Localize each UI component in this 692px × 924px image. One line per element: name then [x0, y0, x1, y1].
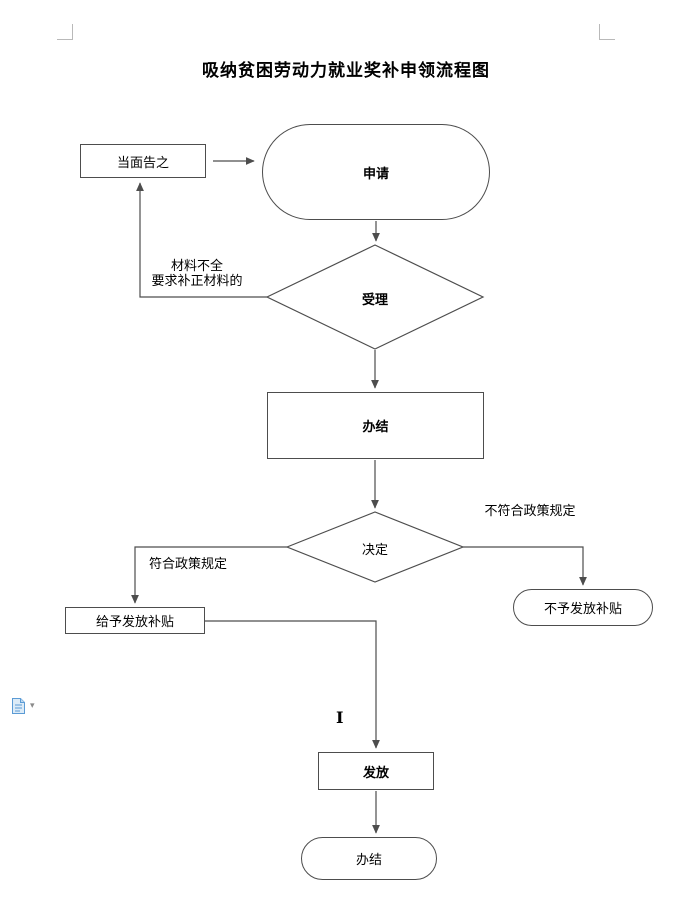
node-complete-final: 办结: [301, 837, 437, 880]
edge-decide-grant: [131, 546, 287, 604]
node-deny: 不予发放补贴: [513, 589, 653, 626]
node-issue-label: 发放: [362, 765, 389, 781]
text-cursor-mark: I: [336, 708, 344, 727]
chevron-down-icon[interactable]: ▾: [30, 701, 35, 711]
node-complete-final-label: 办结: [355, 853, 382, 868]
page-title: 吸纳贫困劳动力就业奖补申领流程图: [202, 61, 490, 81]
node-inform: 当面告之: [80, 144, 206, 178]
edge-accept-inform: [136, 182, 267, 298]
margin-corner-mark-top-right: [599, 24, 615, 40]
node-grant: 给予发放补贴: [65, 607, 205, 634]
node-apply: 申请: [262, 124, 490, 220]
paste-options-icon: [12, 698, 25, 714]
node-apply-label: 申请: [362, 166, 389, 182]
decision-decide-shape: [285, 511, 465, 583]
node-issue: 发放: [318, 752, 434, 790]
decision-accept-shape: [265, 244, 485, 350]
paste-options-widget[interactable]: ▾: [10, 697, 35, 715]
node-grant-label: 给予发放补贴: [95, 615, 174, 630]
node-complete-main: 办结: [267, 392, 484, 459]
edge-label-meets-policy: 符合政策规定: [148, 557, 227, 572]
node-decide-label: 决定: [361, 543, 388, 558]
edge-decide-deny: [463, 546, 587, 586]
edge-grant-issue: [205, 620, 380, 749]
node-inform-label: 当面告之: [116, 155, 169, 171]
node-complete-main-label: 办结: [362, 420, 389, 435]
edge-label-not-meets-policy: 不符合政策规定: [484, 504, 576, 519]
node-deny-label: 不予发放补贴: [543, 602, 622, 617]
node-accept-label: 受理: [361, 293, 388, 308]
margin-corner-mark-top-left: [57, 24, 73, 40]
edge-label-incomplete: 材料不全 要求补正材料的: [151, 259, 243, 289]
